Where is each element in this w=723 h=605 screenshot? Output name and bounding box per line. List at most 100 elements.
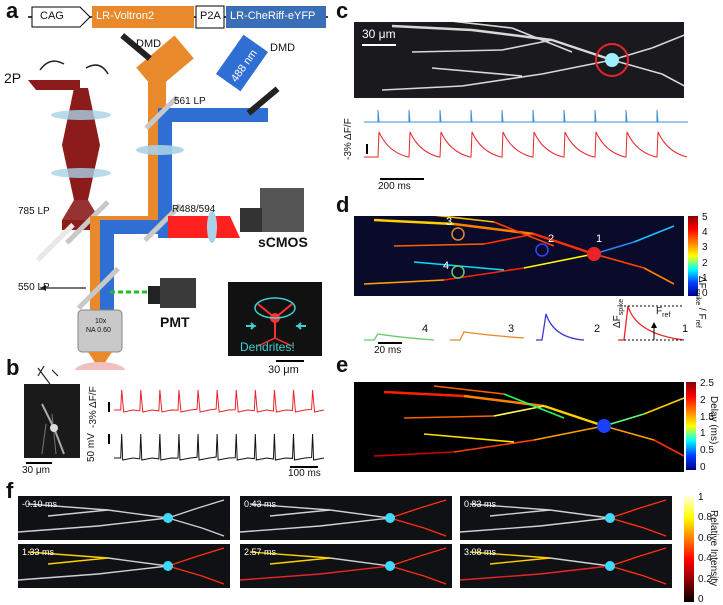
d-time-scale-bar [378, 342, 402, 344]
d-colorbar [688, 216, 698, 296]
soma [605, 53, 619, 67]
colorbar-tick: 1 [700, 428, 706, 440]
dendrite-branch [603, 425, 655, 441]
panel-e-label: e [336, 352, 349, 377]
d-roi-circle [451, 265, 465, 279]
colorbar-tick: 3 [702, 242, 708, 254]
colorbar-tick: 0.8 [698, 512, 712, 524]
c-amp-scale [366, 144, 368, 154]
dendrite-branch [393, 243, 485, 247]
d-roi-circle [451, 227, 465, 241]
brain-sample [74, 362, 126, 370]
colorbar-tick: 0 [700, 462, 706, 473]
mirror-561lp [144, 95, 179, 130]
d-trace-label-4: 4 [422, 323, 429, 335]
camera-lens [207, 211, 217, 243]
f-time-frame: -0.10 ms [18, 496, 230, 540]
dendrite-branch [373, 218, 455, 226]
dendrite-branch [423, 213, 495, 223]
b-time-scale-bar [290, 466, 318, 468]
c-time-scale-bar [380, 178, 424, 180]
pipette-icon [37, 365, 59, 385]
dendrite-branch [653, 439, 685, 457]
pmt-label: PMT [160, 314, 190, 330]
panel-f-label: f [6, 478, 14, 503]
dmd-2 [246, 86, 280, 116]
laser-488 [215, 34, 269, 92]
dendrite-branch [461, 73, 543, 87]
dmd-1 [120, 33, 152, 61]
f-time-label: 2.57 ms [244, 547, 277, 557]
dendrite-branch [651, 31, 693, 49]
colorbar-tick: 4 [702, 227, 708, 239]
panel-b-label: b [6, 355, 20, 380]
f-colorbar-title: Relative Intensity [708, 510, 719, 587]
dendrite-branch [643, 397, 685, 415]
c-scale-bar [362, 44, 396, 46]
p2a-block [195, 5, 225, 29]
dendrite-branch [411, 49, 503, 53]
soma-roi-circle [595, 43, 629, 77]
f-time-label: 0.83 ms [464, 499, 497, 509]
soma [587, 247, 601, 261]
cheriff-label: LR-CheRiff-eYFP [230, 10, 316, 22]
lens-1 [51, 110, 111, 120]
d-fref-label: Fref [656, 306, 671, 319]
dendrite-branch [633, 225, 675, 243]
d-roi-1: 1 [596, 233, 603, 245]
b-time-scale-label: 100 ms [288, 468, 321, 479]
dendrite-branch [501, 39, 553, 51]
e-colorbar [686, 382, 696, 470]
construct-svg [28, 5, 328, 29]
f-colorbar [684, 496, 694, 602]
dendrite-branch [431, 67, 523, 77]
colorbar-tick: 1 [698, 492, 704, 503]
d-roi-3: 3 [446, 216, 453, 228]
dendrite-branch [381, 85, 463, 91]
b-voltage-trace [114, 433, 324, 461]
c-time-scale-label: 200 ms [378, 181, 411, 192]
dendrite-branch [373, 451, 455, 457]
mirror-785lp [65, 200, 110, 245]
f-time-frame: 1.33 ms [18, 544, 230, 588]
scmos-label: sCMOS [258, 234, 308, 250]
b-image-scale-label: 30 μm [22, 465, 50, 476]
b-trace2-scale [108, 434, 110, 444]
panel-a-label: a [6, 0, 19, 23]
mirror-550lp [76, 266, 120, 310]
p2a-label: P2A [200, 10, 221, 22]
b-image-scale-bar [26, 462, 52, 464]
c-trace-label: -3% ΔF/F [343, 118, 354, 160]
dendrite-branch [593, 253, 645, 269]
lp561-label: 561 LP [174, 96, 206, 107]
f-time-label: 1.33 ms [22, 547, 55, 557]
c-scale-label: 30 μm [362, 27, 396, 41]
blue-beam-down [100, 220, 114, 330]
dendrite-branch [423, 433, 515, 443]
colorbar-tick: 0 [702, 288, 708, 299]
dendrite-inset-image: Dendrites! [228, 282, 322, 356]
d-trace-label-2: 2 [594, 323, 601, 335]
colorbar-tick: 1.5 [700, 411, 714, 423]
b-trace2-label: 50 mV [86, 433, 97, 462]
dendrite-branch [661, 73, 693, 91]
laser-594 [136, 35, 194, 91]
d-roi-4: 4 [443, 260, 450, 272]
colorbar-tick: 0.2 [698, 573, 712, 585]
objective-na: NA 0.60 [86, 327, 111, 334]
lens-2 [51, 168, 111, 178]
inset-scale-bar [276, 360, 304, 362]
dendrite-branch [483, 233, 535, 245]
c-neuron-image [354, 19, 693, 98]
patch-image [24, 384, 80, 458]
colorbar-tick: 0.4 [698, 553, 712, 565]
optical-setup [28, 33, 304, 370]
inset-label: Dendrites! [240, 340, 295, 354]
soma [597, 419, 611, 433]
dendrite-branch [511, 27, 573, 53]
d-time-scale-label: 20 ms [374, 345, 402, 356]
colorbar-tick: 5 [702, 212, 708, 223]
scmos-camera [260, 188, 304, 232]
colorbar-tick: 0 [698, 594, 704, 605]
d-roi-circle [587, 247, 601, 261]
